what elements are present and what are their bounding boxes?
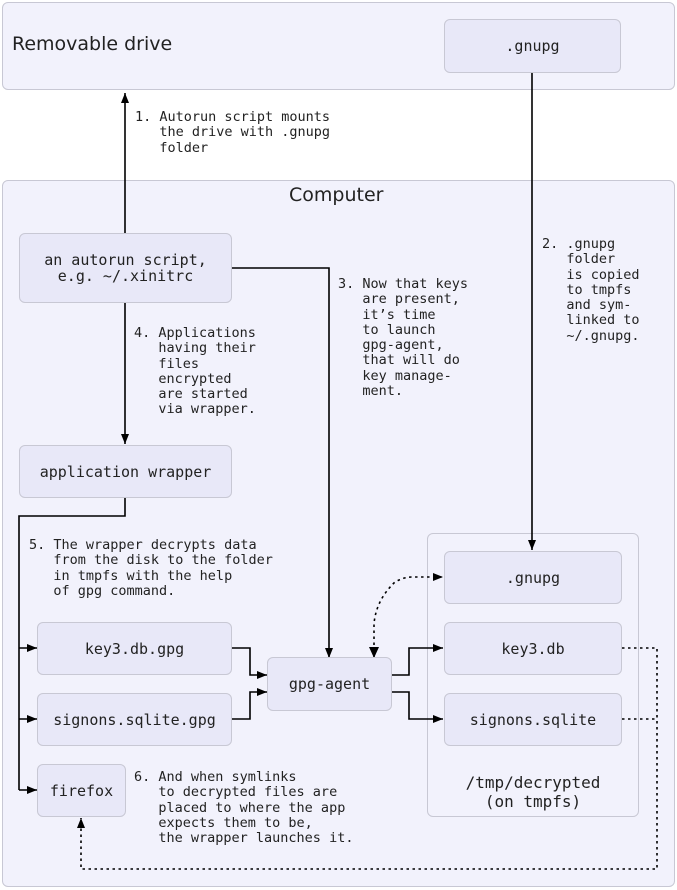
- step-4-note: 4. Applications having their files encry…: [134, 325, 256, 418]
- edge-agent-tmp-gnupg-dotted: [373, 573, 443, 657]
- tmp-gnupg-node: .gnupg: [444, 551, 622, 604]
- step-3-note: 3. Now that keys are present, it’s time …: [338, 276, 469, 400]
- edge-key3-db-gpg-to-agent: [232, 647, 267, 679]
- gpg-agent-node: gpg-agent: [267, 657, 392, 711]
- autorun-script-node: an autorun script, e.g. ~/.xinitrc: [19, 233, 232, 303]
- removable-drive-title: Removable drive: [12, 33, 173, 55]
- edge-signons-gpg-to-agent: [232, 688, 267, 720]
- edge-agent-to-signons: [392, 691, 443, 723]
- step-5-note: 5. The wrapper decrypts data from the di…: [29, 537, 273, 599]
- firefox-node: firefox: [37, 764, 126, 817]
- key3-db-gpg-node: key3.db.gpg: [37, 622, 232, 675]
- tmp-key3-db-node: key3.db: [444, 622, 622, 675]
- application-wrapper-node: application wrapper: [19, 445, 232, 498]
- signons-sqlite-gpg-node: signons.sqlite.gpg: [37, 693, 232, 746]
- tmp-signons-sqlite-node: signons.sqlite: [444, 693, 622, 746]
- edge-wrapper-trunk: [18, 498, 126, 790]
- step-6-note: 6. And when symlinks to decrypted files …: [134, 769, 354, 847]
- computer-title: Computer: [289, 184, 384, 206]
- edge-autorun-to-gpg-agent: [232, 267, 333, 658]
- step-2-note: 2. .gnupg folder is copied to tmpfs and …: [542, 236, 640, 344]
- tmp-decrypted-label: /tmp/decrypted (on tmpfs): [465, 773, 601, 811]
- step-1-note: 1. Autorun script mounts the drive with …: [135, 109, 331, 156]
- arrowhead-dotted-agent: [369, 647, 379, 658]
- drive-gnupg-node: .gnupg: [444, 19, 621, 73]
- edge-agent-to-key3-db: [392, 644, 443, 676]
